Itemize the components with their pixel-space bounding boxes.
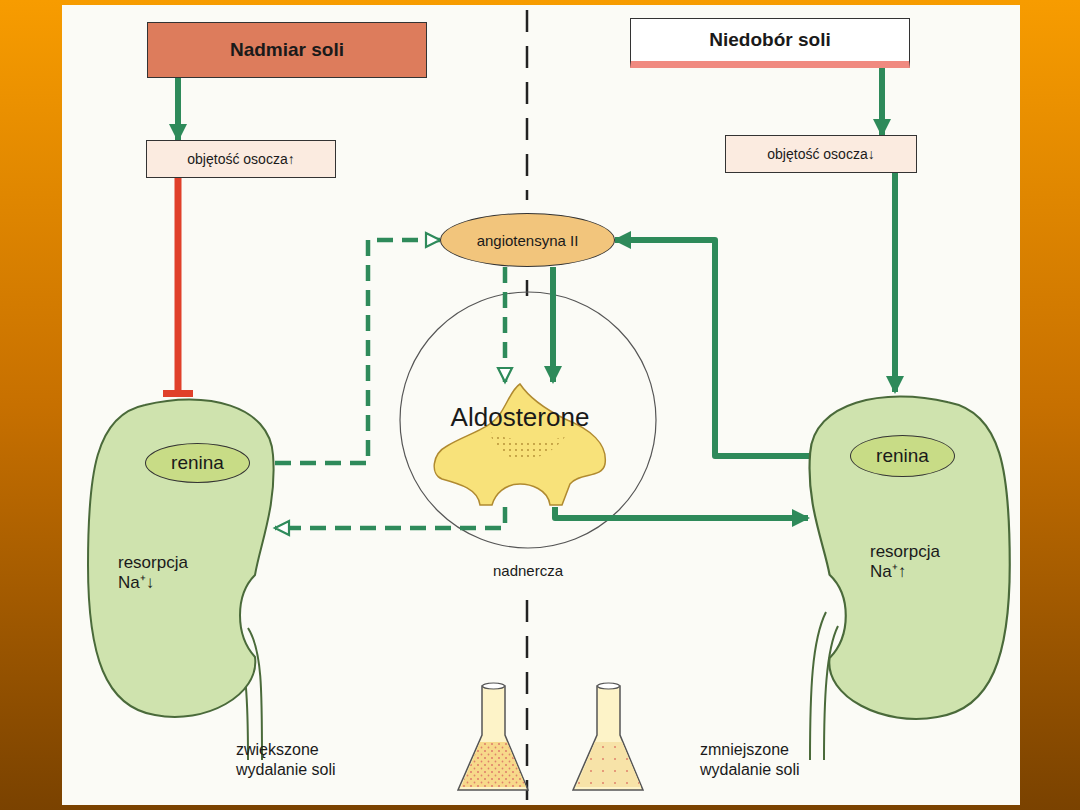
stimulation-arrow	[550, 267, 556, 382]
flask	[573, 683, 643, 790]
node-text: Nadmiar soli	[230, 39, 344, 61]
ureter	[248, 628, 262, 760]
plasma-volume-box: objętość osocza↑	[146, 140, 336, 178]
stimulation-arrow	[879, 68, 885, 135]
excess-salt-box: Nadmiar soli	[147, 22, 427, 78]
divider-line	[526, 10, 529, 200]
node-text: resorpcja Na⁺↑	[870, 542, 980, 583]
caption-label: zmniejszone wydalanie soli	[700, 740, 830, 780]
caption-label: zwiększone wydalanie soli	[236, 740, 356, 780]
angiotensin-ellipse: angiotensyna II	[440, 213, 615, 267]
caption-label: nadnercza	[478, 562, 578, 581]
stimulation-arrow	[555, 507, 808, 518]
adrenal-gland: Aldosterone	[430, 382, 610, 507]
node-text: renina	[876, 445, 929, 467]
stimulation-arrow	[175, 78, 181, 140]
node-text: Niedobór soli	[709, 29, 830, 51]
stimulation-arrow	[892, 173, 898, 392]
inhibition-line	[175, 178, 182, 395]
adrenal-circle	[400, 292, 656, 548]
node-text: objętość osocza↓	[767, 146, 874, 162]
kidney: resorpcja Na⁺↓ renina	[85, 395, 275, 720]
dashed-arrow	[275, 507, 505, 528]
dashed-arrow	[250, 240, 440, 463]
divider-line	[526, 280, 529, 296]
node-text: renina	[171, 452, 224, 474]
stimulation-arrow	[615, 240, 850, 456]
deficit-salt-box: Niedobór soli	[630, 18, 910, 68]
node-text: resorpcja Na⁺↓	[118, 553, 228, 594]
plasma-volume-box: objętość osocza↓	[725, 135, 917, 173]
ureter	[824, 626, 838, 760]
kidney: resorpcja Na⁺↑ renina	[808, 392, 1013, 722]
node-text: Aldosterone	[430, 402, 610, 433]
node-text: angiotensyna II	[477, 232, 579, 249]
node-text: objętość osocza↑	[187, 151, 294, 167]
flask	[458, 683, 528, 790]
dashed-arrow	[503, 267, 508, 382]
gland-outline	[430, 382, 610, 507]
renin-oval: renina	[850, 435, 955, 477]
divider-line	[526, 600, 529, 800]
renin-oval: renina	[145, 443, 250, 483]
